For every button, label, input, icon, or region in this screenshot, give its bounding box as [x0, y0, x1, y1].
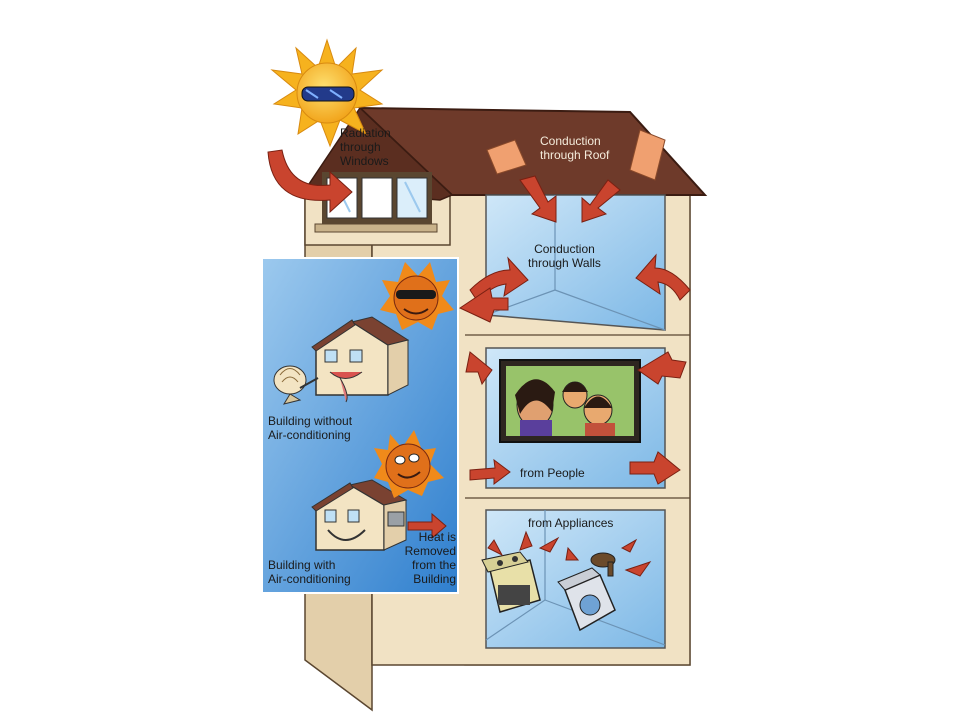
roof-heat-tile-right — [629, 129, 666, 181]
sun-with-sunglasses-icon — [270, 38, 384, 148]
flaming-sun-icon — [374, 430, 444, 498]
label-building-without-ac: Building without Air-conditioning — [268, 414, 353, 442]
label-from-appliances: from Appliances — [528, 516, 614, 530]
label-from-people: from People — [520, 466, 585, 480]
label-conduction-through-walls: Conduction through Walls — [528, 242, 601, 270]
label-conduction-through-roof: Conduction through Roof — [540, 134, 610, 162]
stove-icon — [481, 551, 541, 613]
fan-icon — [273, 365, 319, 405]
label-heat-is-removed: Heat is Removed from the Building — [404, 530, 456, 586]
window-sill — [314, 223, 438, 233]
heat-arrow-icon — [267, 149, 691, 577]
sad-house-icon — [311, 316, 410, 403]
label-building-with-ac: Building with Air-conditioning — [268, 558, 351, 586]
happy-house-icon — [311, 479, 408, 551]
hair-dryer-icon — [590, 552, 616, 577]
washing-machine-icon — [557, 567, 616, 632]
flaming-sun-icon — [380, 262, 454, 330]
label-radiation-through-windows: Radiation through Windows — [340, 126, 391, 168]
tv-family-icon — [499, 359, 641, 443]
roof-heat-tile-left — [486, 139, 527, 175]
